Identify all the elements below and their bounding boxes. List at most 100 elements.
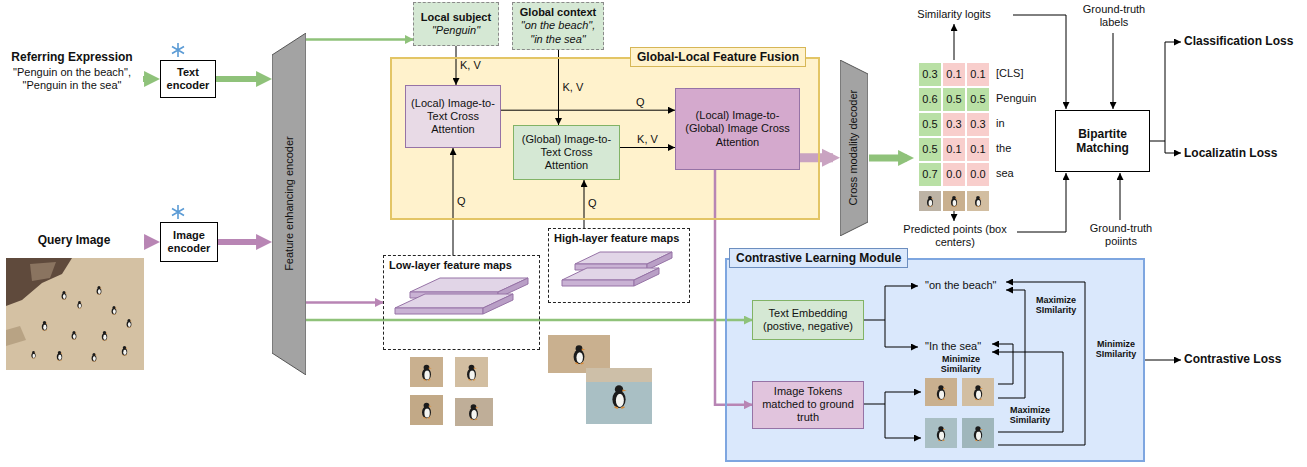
label-text: Localizatin Loss: [1184, 146, 1277, 160]
feature-map-stack-part: [634, 268, 659, 286]
label-text: Penguin: [996, 92, 1036, 105]
table-cell: 0.1: [966, 62, 990, 87]
connector: [306, 301, 383, 304]
label-text: Maximize Similarity: [1000, 406, 1060, 426]
leader-lines-part: [885, 286, 918, 287]
query-image-part: [77, 301, 82, 308]
table-cell-box: 0.6: [918, 87, 942, 112]
node-text: Text Embedding (postive, negative): [757, 307, 859, 333]
edge-label-box: K, V: [637, 133, 658, 146]
label-text: Ground-truth poiints: [1080, 222, 1162, 248]
query-image-part: [6, 258, 72, 306]
query-image-part: [127, 319, 132, 327]
label-text: "on the beach": [925, 279, 996, 292]
node-text: Low-layer feature maps: [389, 259, 512, 272]
table-cell: 0.5: [918, 137, 942, 162]
text-query-box: Global context"on the beach", "in the se…: [512, 2, 604, 50]
node-text: Local subject: [421, 11, 491, 24]
label-box: Query Image: [24, 233, 124, 247]
leader-lines-part: [1017, 173, 1066, 232]
leader-lines-part: [998, 282, 1085, 445]
snowflake-icon-part: [172, 205, 184, 219]
penguin-thumbnails-part: [919, 191, 941, 211]
penguin-thumbnails-part: [943, 191, 965, 211]
edge-label: Q: [636, 96, 645, 109]
query-image-part: [6, 258, 144, 370]
node-text: High-layer feature maps: [554, 232, 679, 245]
text-query-box: Local subject"Penguin": [413, 2, 499, 46]
label-box: Predicted points (box centers): [900, 223, 1010, 249]
feature-map-box: High-layer feature maps: [548, 228, 690, 303]
query-image-part: [112, 306, 117, 314]
leader-lines-part: [864, 286, 885, 347]
query-image-part: [72, 331, 77, 339]
table-cell: 0.5: [942, 87, 966, 112]
thick-arrows-part: [144, 239, 153, 245]
label-text: Classification Loss: [1184, 34, 1293, 48]
fusion-region: Global-Local Feature Fusion(Local) Image…: [390, 57, 820, 220]
leader-lines-part: [992, 344, 1013, 384]
label-box: Localizatin Loss: [1184, 146, 1277, 160]
connector: [306, 319, 752, 322]
node-text: Text encoder: [165, 66, 211, 92]
label-box: [CLS]: [996, 67, 1024, 80]
embedding-box: Text Embedding (postive, negative): [752, 300, 864, 340]
thick-arrows: [143, 79, 907, 242]
penguin-thumbnails-part: [962, 378, 994, 406]
edge-label-box: K, V: [563, 81, 584, 94]
label-box: Maximize SImilarity: [1028, 296, 1084, 316]
leader-lines-part: [1165, 42, 1181, 43]
connector: [218, 239, 265, 245]
penguin-thumbnails-part: [410, 395, 443, 425]
table-cell-box: 0.3: [942, 112, 966, 137]
query-image-part: [102, 331, 108, 340]
penguin-thumbnails-part: [975, 196, 982, 206]
label-box: Ground-truth labels: [1073, 3, 1155, 29]
leader-lines-part: [864, 392, 885, 438]
attention-box: (Local) Image-to-(Global) Image Cross At…: [675, 88, 800, 170]
query-image-part: [30, 262, 56, 281]
leader-lines-part: [1145, 360, 1181, 361]
penguin-thumbnails-part: [410, 357, 443, 387]
query-image-part: [42, 321, 48, 330]
encoder-trapezoid: Feature enhancing encoder: [272, 33, 306, 375]
feature-map-stack-part: [395, 308, 483, 314]
edge-label-box: Q: [457, 195, 466, 208]
label-text: Minimize SImilarity: [1090, 340, 1142, 360]
label-text: Maximize SImilarity: [1028, 296, 1084, 316]
edge-label-box: K, V: [460, 59, 481, 72]
table-cell-box: 0.5: [942, 87, 966, 112]
table-cell: 0.7: [918, 162, 942, 187]
table-cell-box: 0.7: [918, 162, 942, 187]
label-box: Classification Loss: [1184, 34, 1293, 48]
table-cell-box: 0.1: [966, 137, 990, 162]
label-box: Minimize Similarity: [930, 355, 992, 375]
query-image-part: [31, 351, 36, 358]
table-cell: 0.3: [942, 112, 966, 137]
table-cell: 0.5: [918, 112, 942, 137]
node-text: (Local) Image-to-(Global) Image Cross At…: [680, 109, 795, 149]
label-text: Predicted points (box centers): [900, 223, 1010, 249]
table-cell-box: 0.3: [918, 62, 942, 87]
penguin-thumbnails-part: [548, 335, 610, 373]
table-cell-box: 0.3: [966, 112, 990, 137]
table-cell-box: 0.1: [942, 62, 966, 87]
table-cell: 0.1: [966, 137, 990, 162]
table-cell: 0.0: [942, 162, 966, 187]
penguin-thumbnails-part: [586, 368, 652, 382]
edge-label: K, V: [563, 81, 584, 94]
query-image-part: [62, 291, 67, 299]
leader-lines-part: [1150, 42, 1165, 153]
encoder-box: Text encoder: [160, 60, 216, 98]
penguin-thumbnails-part: [469, 404, 479, 420]
label-text: "In the sea": [925, 340, 981, 353]
penguin-thumbnails-part: [574, 345, 586, 364]
node-text: Global-Local Feature Fusion: [630, 47, 806, 67]
query-image-part: [122, 346, 128, 355]
table-cell: 0.1: [942, 62, 966, 87]
table-cell: 0.0: [966, 162, 990, 187]
table-cell: 0.3: [966, 112, 990, 137]
leader-lines: [864, 15, 1181, 445]
thick-arrows-part: [143, 76, 153, 82]
